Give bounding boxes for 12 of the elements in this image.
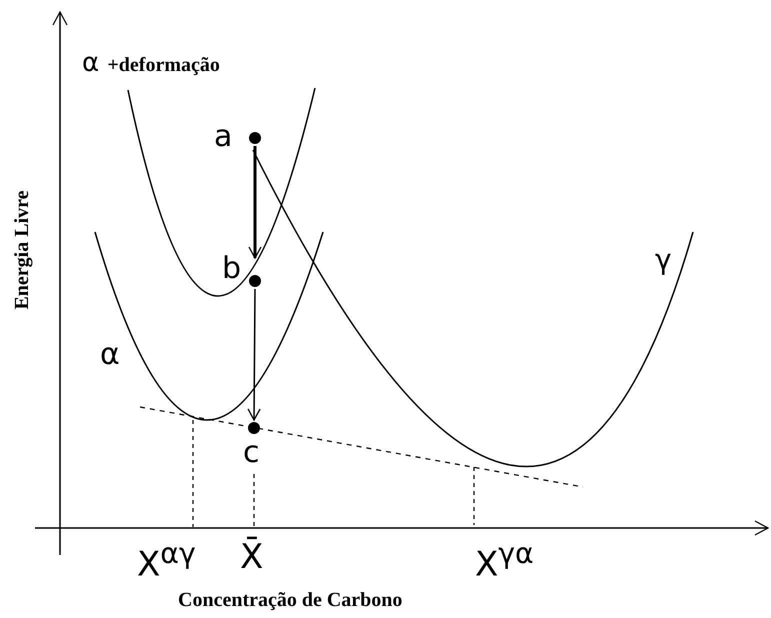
tick-label: X$^{αγ}$ <box>137 540 196 582</box>
arrow <box>248 146 262 259</box>
curve-label: α <box>100 340 120 370</box>
point-label: a <box>214 122 232 152</box>
axis-title: Energia Livre <box>12 190 32 310</box>
arrow <box>247 289 261 421</box>
axis-title: Concentração de Carbono <box>178 590 402 610</box>
point-label: b <box>222 254 242 284</box>
point-label: c <box>243 438 260 468</box>
curve-label: α +deformação <box>82 50 220 76</box>
tick-label: X$^{γα}$ <box>475 540 534 582</box>
curve-label: γ <box>655 246 672 274</box>
